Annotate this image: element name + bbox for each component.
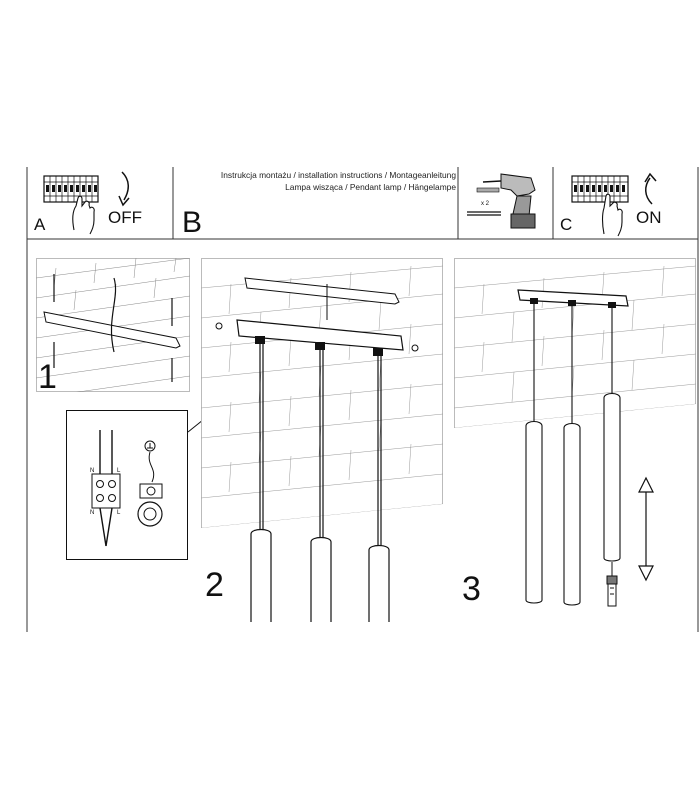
header-line-1: Instrukcja montażu / installation instru… — [220, 170, 456, 180]
drill-count: x 2 — [481, 201, 490, 207]
step-3-panel: 3 — [454, 258, 696, 622]
mounting-bracket — [244, 277, 400, 305]
wire-label-l-top: L — [117, 468, 121, 474]
wire-label-n-top: N — [90, 468, 94, 474]
dowel-icon — [467, 187, 501, 216]
panel-c-illustration — [571, 172, 657, 237]
drill-panel-illustration: x 2 — [467, 173, 536, 229]
terminal-block-icon — [91, 430, 121, 547]
hand-icon — [601, 193, 623, 237]
suspension-cables — [259, 344, 382, 546]
hand-icon — [72, 195, 95, 235]
step-1-panel: 1 — [36, 258, 190, 392]
cable-grips — [530, 298, 616, 308]
step-2-number: 2 — [205, 566, 224, 604]
power-cable — [110, 277, 117, 353]
led-bulb-icon — [606, 562, 618, 607]
panel-c-on-label: ON — [636, 208, 662, 227]
breaker-box-icon — [43, 175, 99, 203]
wire-label-n-bottom: N — [90, 510, 94, 516]
height-adjust-arrow-icon — [638, 476, 654, 582]
ceiling-pattern — [201, 265, 443, 529]
arrow-up-icon — [645, 177, 653, 205]
header-line-2: Lampa wisząca / Pendant lamp / Hängelamp… — [285, 182, 456, 193]
step-3-number: 3 — [462, 570, 481, 608]
wire-label-l-bottom: L — [117, 510, 121, 516]
arrow-down-icon — [121, 171, 129, 201]
lamp-tubes — [525, 392, 621, 606]
header-text: Instrukcja montażu / installation instru… — [200, 169, 456, 193]
screw-icons — [53, 274, 173, 382]
ground-terminal-icon — [137, 440, 163, 527]
ceiling-canopy — [236, 319, 404, 351]
panel-c-letter: C — [560, 215, 573, 234]
breaker-box-icon — [571, 175, 629, 203]
drill-icon — [482, 173, 536, 229]
suspension-cables — [533, 304, 613, 424]
step-2-panel: 2 — [201, 258, 443, 622]
cable-grips — [255, 336, 383, 356]
step-1-number: 1 — [38, 358, 57, 392]
lamp-tubes — [250, 528, 390, 622]
panel-a-illustration — [43, 171, 130, 235]
section-b-letter: B — [182, 206, 203, 239]
panel-a-letter: A — [34, 215, 46, 234]
ceiling-canopy — [517, 289, 629, 307]
wiring-detail: N L N L — [66, 410, 188, 560]
panel-a-off-label: OFF — [108, 208, 142, 227]
